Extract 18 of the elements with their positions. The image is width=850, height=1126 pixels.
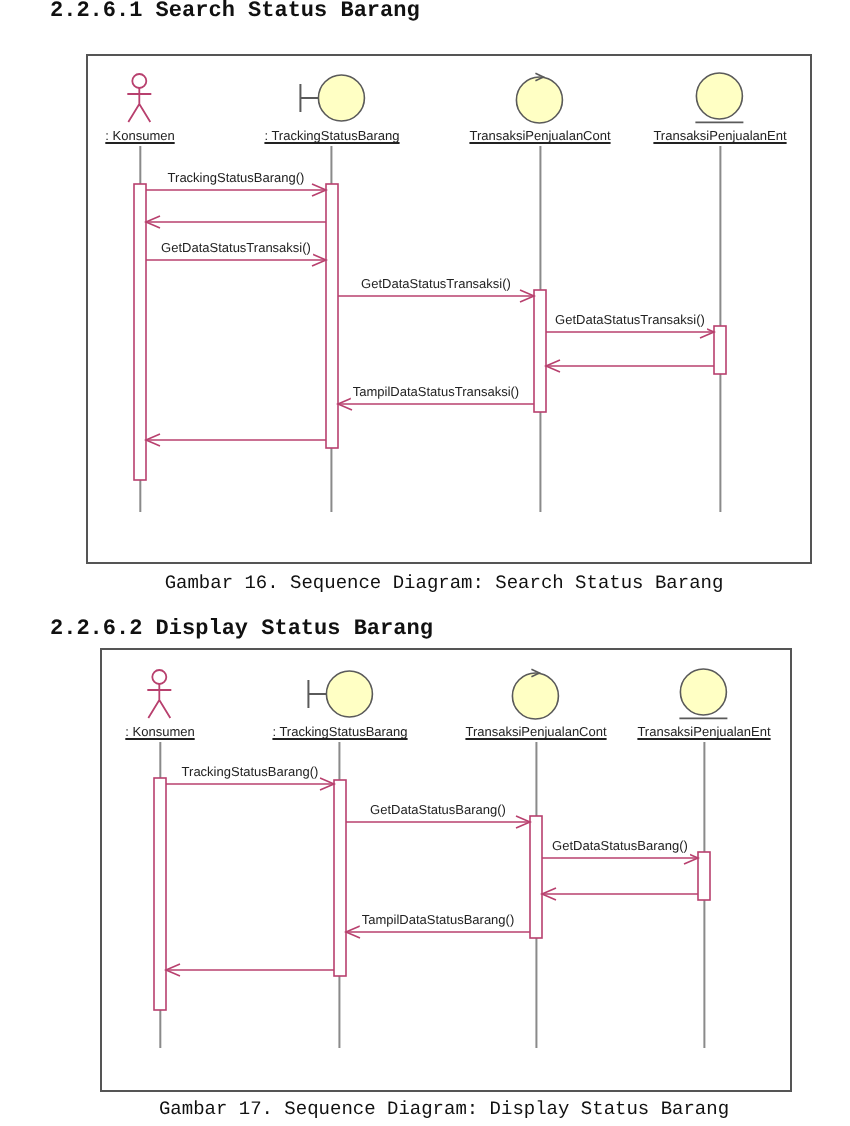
section-heading: 2.2.6.2 Display Status Barang xyxy=(50,618,433,644)
message-arrow xyxy=(345,925,531,939)
message-arrow xyxy=(145,253,327,267)
message-arrow xyxy=(545,359,715,373)
message-arrow xyxy=(541,851,699,865)
figure-caption: Gambar 16. Sequence Diagram: Search Status Barang xyxy=(164,572,724,594)
message-arrow xyxy=(541,887,699,901)
section-heading: 2.2.6.1 Search Status Barang xyxy=(50,0,420,26)
message-arrow xyxy=(345,815,531,829)
message-arrow xyxy=(337,397,535,411)
message-arrow xyxy=(337,289,535,303)
message-arrow xyxy=(145,183,327,197)
message-arrow xyxy=(545,325,715,339)
message-arrow xyxy=(145,433,327,447)
message-arrow xyxy=(145,215,327,229)
figure-caption: Gambar 17. Sequence Diagram: Display Status Barang xyxy=(158,1098,730,1120)
message-arrow xyxy=(165,777,335,791)
message-arrow xyxy=(165,963,335,977)
